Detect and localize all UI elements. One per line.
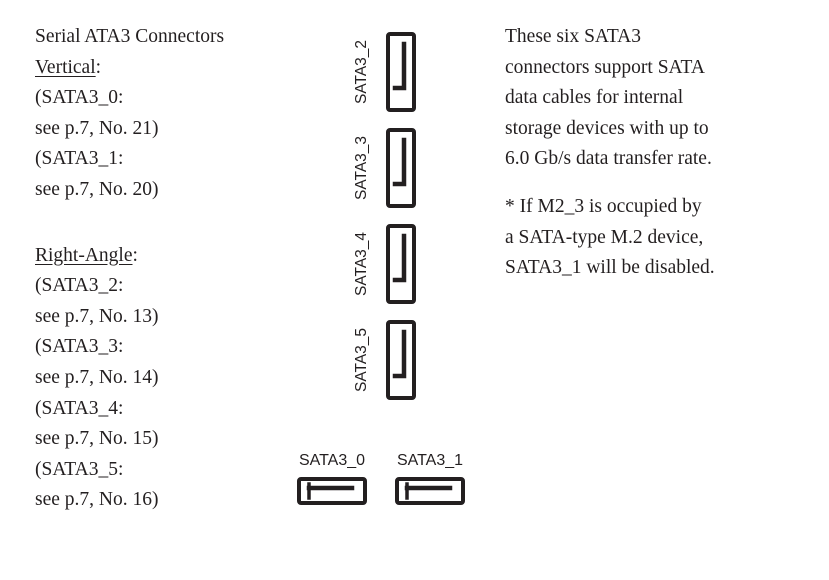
connector-label: SATA3_0 [298,452,366,469]
vertical-heading-colon: : [95,56,102,78]
sata3-5-connector-icon: SATA3_5 [353,320,416,400]
right-angle-heading-colon: : [132,244,138,266]
ref-sata3-2: (SATA3_2: [35,275,124,297]
description-line: connectors support SATA [505,56,705,78]
sata3-0-connector-unit: SATA3_0 [296,452,368,506]
connector-outline [386,320,416,400]
vertical-heading: Vertical: [35,53,315,84]
ref-sata3-3-page: see p.7, No. 14) [35,366,159,388]
note-line: * If M2_3 is occupied by [505,195,702,217]
connector-label: SATA3_3 [353,136,370,200]
sata3-1-connector-icon [395,477,465,505]
ref-sata3-4: (SATA3_4: [35,397,124,419]
ref-sata3-0-page: see p.7, No. 21) [35,117,159,139]
connector-label: SATA3_5 [353,328,370,392]
connector-outline [395,477,465,505]
connector-key [392,137,407,187]
section-title: Serial ATA3 Connectors [35,26,225,47]
connector-key [392,233,407,283]
connector-key [392,41,407,91]
connector-outline [386,32,416,112]
ref-sata3-0: (SATA3_0: [35,87,124,109]
vertical-heading-word: Vertical [35,56,96,78]
ref-sata3-5-page: see p.7, No. 16) [35,489,159,511]
description-text: These six SATA3 connectors support SATA … [505,22,815,284]
sata3-2-connector-icon: SATA3_2 [353,32,416,112]
ref-sata3-2-page: see p.7, No. 13) [35,305,159,327]
note-line: SATA3_1 will be disabled. [505,257,715,279]
sata3-1-connector-unit: SATA3_1 [394,452,466,506]
connector-key [392,329,407,379]
connector-label: SATA3_4 [353,232,370,296]
sata3-0-connector-icon [297,477,367,505]
connector-diagram-vertical-stack: SATA3_2 SATA3_3 SATA3_4 SATA3_5 [352,30,420,402]
description-line: storage devices with up to [505,117,709,139]
right-angle-heading: Right-Angle: [35,241,315,272]
connector-label: SATA3_2 [353,40,370,104]
connector-label: SATA3_1 [396,452,464,469]
connector-reference-list: Serial ATA3 Connectors Vertical: (SATA3_… [35,22,315,516]
ref-sata3-5: (SATA3_5: [35,458,124,480]
description-line: These six SATA3 [505,26,642,47]
ref-sata3-1-page: see p.7, No. 20) [35,178,159,200]
ref-sata3-3: (SATA3_3: [35,336,124,358]
connector-outline [386,224,416,304]
connector-outline [386,128,416,208]
connector-outline [297,477,367,505]
ref-sata3-4-page: see p.7, No. 15) [35,428,159,450]
sata3-4-connector-icon: SATA3_4 [353,224,416,304]
right-angle-heading-word: Right-Angle [35,244,133,266]
connector-diagram-bottom-row: SATA3_0 SATA3_1 [296,452,466,506]
description-line: data cables for internal [505,87,684,109]
note-line: a SATA-type M.2 device, [505,226,704,248]
description-line: 6.0 Gb/s data transfer rate. [505,148,712,170]
sata3-3-connector-icon: SATA3_3 [353,128,416,208]
ref-sata3-1: (SATA3_1: [35,148,124,170]
